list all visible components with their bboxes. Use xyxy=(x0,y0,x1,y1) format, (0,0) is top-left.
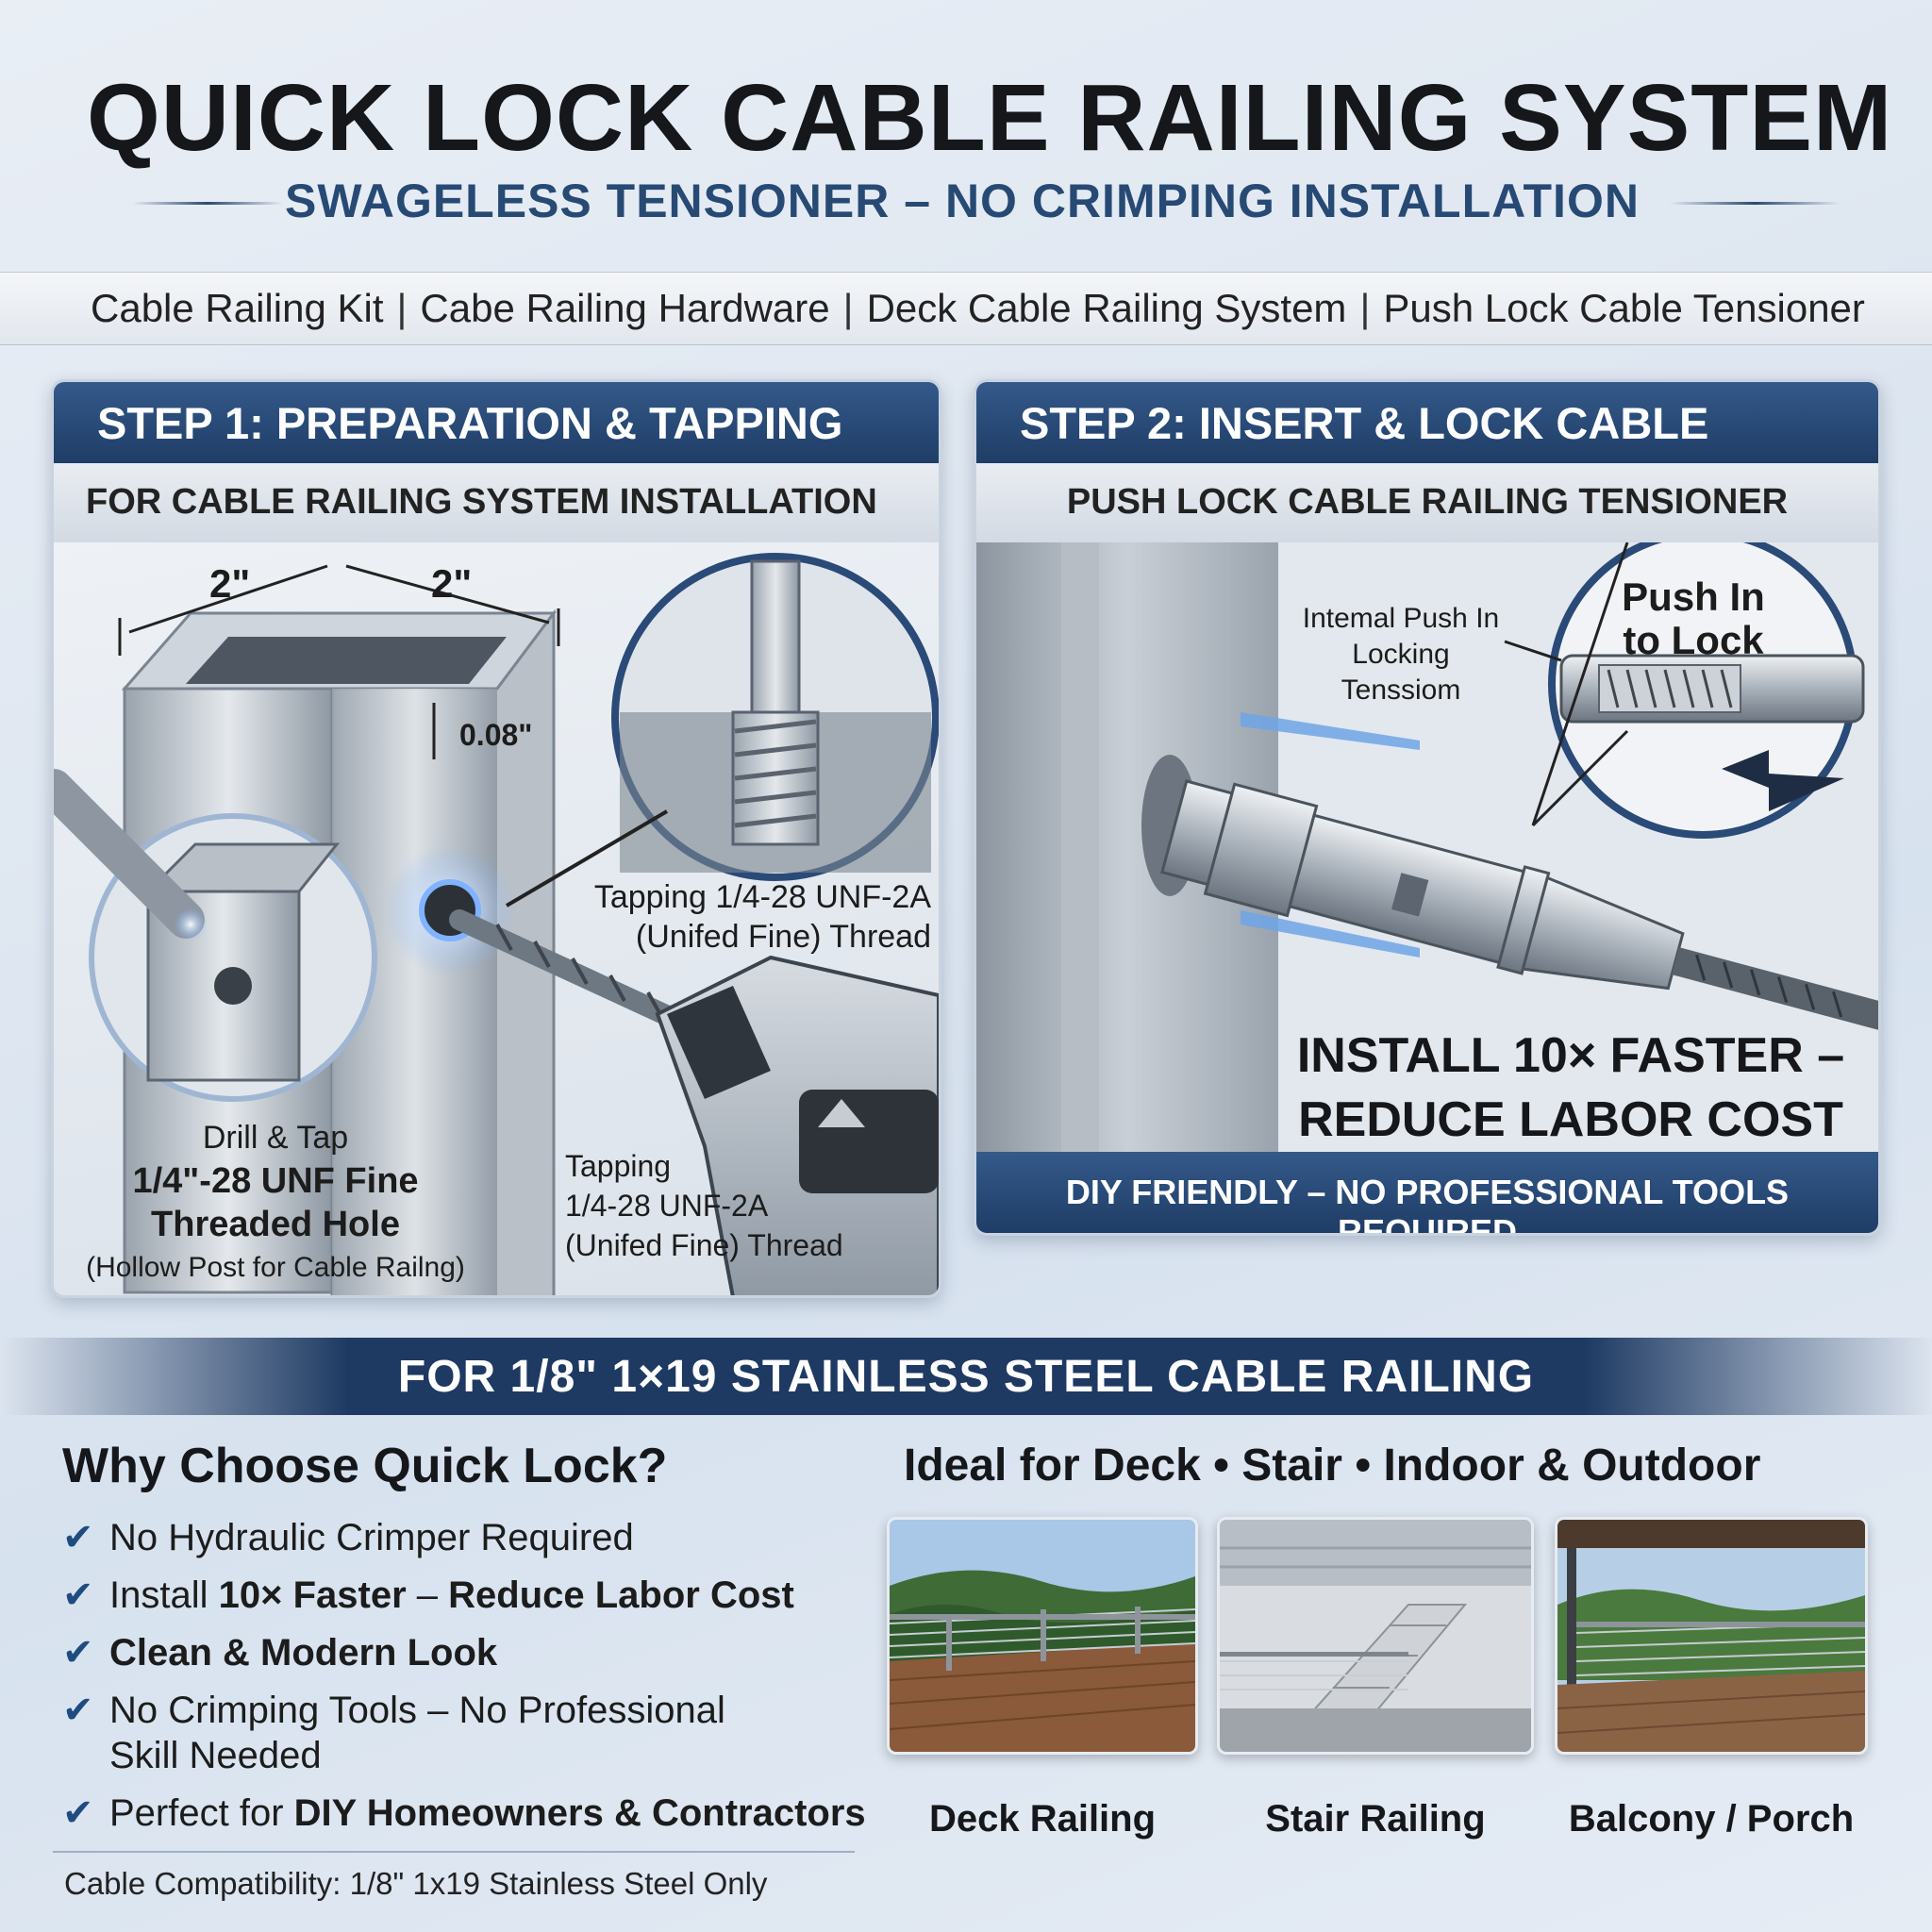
step1-subheading: FOR CABLE RAILING SYSTEM INSTALLATION xyxy=(54,463,939,542)
check-icon: ✔ xyxy=(62,1690,94,1731)
benefit-text-part: – xyxy=(406,1574,449,1616)
install-faster-line: INSTALL 10× FASTER – xyxy=(1296,1028,1845,1083)
drill-tap-line: Drill & Tap xyxy=(202,1120,349,1156)
benefit-text-bold: Reduce Labor Cost xyxy=(448,1574,794,1616)
push-to-lock-callout: Push In to Lock xyxy=(1590,575,1797,662)
stair-railing-caption: Stair Railing xyxy=(1265,1798,1486,1840)
benefit-text-part: Install xyxy=(109,1574,219,1616)
drill-tap-callout: Drill & Tap 1/4"-28 UNF Fine Threaded Ho… xyxy=(54,1116,497,1290)
subtitle-rule-left xyxy=(132,202,283,205)
keyword-bar: Cable Railing Kit | Cabe Railing Hardware |… xyxy=(0,272,1932,345)
tensioner-illustration xyxy=(976,542,1878,1156)
deck-railing-image xyxy=(890,1520,1195,1752)
push-to-lock-line: to Lock xyxy=(1623,618,1764,662)
internal-locking-line: Locking xyxy=(1352,639,1450,670)
compatibility-divider xyxy=(53,1851,855,1853)
push-to-lock-line: Push In xyxy=(1622,575,1765,619)
deck-railing-photo xyxy=(887,1517,1198,1755)
step1-panel: STEP 1: PREPARATION & TAPPING FOR CABLE … xyxy=(51,379,941,1298)
drill-tap-line: (Hollow Post for Cable Railng) xyxy=(86,1252,465,1283)
internal-locking-callout: Intemal Push In Locking Tenssiom xyxy=(1278,601,1524,708)
install-faster-callout: INSTALL 10× FASTER – REDUCE LABOR COST xyxy=(1288,1024,1854,1152)
dimension-depth-label: 2" xyxy=(431,561,473,606)
stair-railing-image xyxy=(1220,1520,1531,1752)
check-icon: ✔ xyxy=(62,1792,94,1834)
ideal-for-title: Ideal for Deck • Stair • Indoor & Outdoo… xyxy=(904,1441,1761,1491)
benefit-text-line: No Crimping Tools – No Professional xyxy=(109,1690,725,1731)
stair-railing-photo xyxy=(1217,1517,1534,1755)
step2-panel: STEP 2: INSERT & LOCK CABLE PUSH LOCK CA… xyxy=(974,379,1881,1236)
benefit-text: No Hydraulic Crimper Required xyxy=(109,1517,634,1558)
benefit-text-bold: DIY Homeowners & Contractors xyxy=(293,1792,866,1834)
step1-heading: STEP 1: PREPARATION & TAPPING xyxy=(54,382,939,463)
tapping-callout: Tapping 1/4-28 UNF-2A (Unifed Fine) Thre… xyxy=(573,877,931,957)
benefit-text: Perfect for DIY Homeowners & Contractors xyxy=(109,1790,866,1836)
install-faster-line: REDUCE LABOR COST xyxy=(1298,1092,1843,1147)
subtitle-rule-right xyxy=(1670,202,1840,205)
drill-tap-line: Threaded Hole xyxy=(151,1205,400,1244)
internal-locking-line: Tenssiom xyxy=(1341,675,1461,706)
tapping-drill-callout: Tapping 1/4-28 UNF-2A (Unifed Fine) Thre… xyxy=(565,1146,843,1265)
benefit-text-bold: 10× Faster xyxy=(218,1574,407,1616)
post-tapping-illustration xyxy=(54,553,939,1295)
tapping-drill-line: (Unifed Fine) Thread xyxy=(565,1228,843,1262)
keyword-separator: | xyxy=(842,286,854,330)
diy-friendly-footer: DIY FRIENDLY – NO PROFESSIONAL TOOLS REQ… xyxy=(976,1152,1878,1233)
tapping-drill-line: Tapping xyxy=(565,1149,672,1183)
cable-compatibility-note: Cable Compatibility: 1/8" 1x19 Stainless… xyxy=(64,1866,768,1901)
keyword-separator: | xyxy=(396,286,408,330)
keyword-item: Cable Railing Kit xyxy=(91,286,384,330)
benefit-item: ✔ Perfect for DIY Homeowners & Contractor… xyxy=(62,1790,874,1836)
tapping-callout-line: (Unifed Fine) Thread xyxy=(635,919,931,955)
internal-locking-line: Intemal Push In xyxy=(1302,603,1500,634)
benefit-item: ✔ Install 10× Faster – Reduce Labor Cost xyxy=(62,1573,874,1618)
benefit-text: Clean & Modern Look xyxy=(109,1632,498,1674)
tapping-drill-line: 1/4-28 UNF-2A xyxy=(565,1189,769,1223)
step2-subheading: PUSH LOCK CABLE RAILING TENSIONER xyxy=(976,463,1878,542)
page-subtitle: SWAGELESS TENSIONER – NO CRIMPING INSTAL… xyxy=(285,175,1640,227)
benefit-item: ✔ Clean & Modern Look xyxy=(62,1630,874,1675)
balcony-porch-image xyxy=(1557,1520,1865,1752)
subtitle-row: SWAGELESS TENSIONER – NO CRIMPING INSTAL… xyxy=(75,170,1849,236)
dimension-width-label: 2" xyxy=(209,561,251,606)
wall-thickness-label: 0.08" xyxy=(459,718,533,752)
check-icon: ✔ xyxy=(62,1632,94,1674)
cable-spec-banner: FOR 1/8" 1×19 STAINLESS STEEL CABLE RAIL… xyxy=(0,1338,1932,1415)
keyword-item: Deck Cable Railing System xyxy=(866,286,1347,330)
check-icon: ✔ xyxy=(62,1517,94,1558)
keyword-item: Cabe Railing Hardware xyxy=(420,286,830,330)
tapping-callout-line: Tapping 1/4-28 UNF-2A xyxy=(593,879,931,915)
page-title: QUICK LOCK CABLE RAILING SYSTEM xyxy=(87,65,1893,171)
step2-heading: STEP 2: INSERT & LOCK CABLE xyxy=(976,382,1878,463)
why-choose-title: Why Choose Quick Lock? xyxy=(62,1439,668,1493)
drill-tap-line: 1/4"-28 UNF Fine xyxy=(132,1161,419,1201)
deck-railing-caption: Deck Railing xyxy=(928,1798,1157,1840)
keyword-item: Push Lock Cable Tensioner xyxy=(1383,286,1865,330)
benefits-list: ✔ No Hydraulic Crimper Required ✔ Install … xyxy=(62,1515,874,1848)
benefit-text-line: Skill Needed xyxy=(109,1735,322,1776)
benefit-item: ✔ No Hydraulic Crimper Required xyxy=(62,1515,874,1560)
cable-spec-banner-text: FOR 1/8" 1×19 STAINLESS STEEL CABLE RAIL… xyxy=(397,1352,1535,1402)
check-icon: ✔ xyxy=(62,1574,94,1616)
keyword-separator: | xyxy=(1359,286,1371,330)
balcony-porch-caption: Balcony / Porch xyxy=(1568,1798,1855,1840)
benefit-text-part: Perfect for xyxy=(109,1792,294,1834)
balcony-porch-photo xyxy=(1555,1517,1868,1755)
benefit-text: Install 10× Faster – Reduce Labor Cost xyxy=(109,1573,794,1618)
